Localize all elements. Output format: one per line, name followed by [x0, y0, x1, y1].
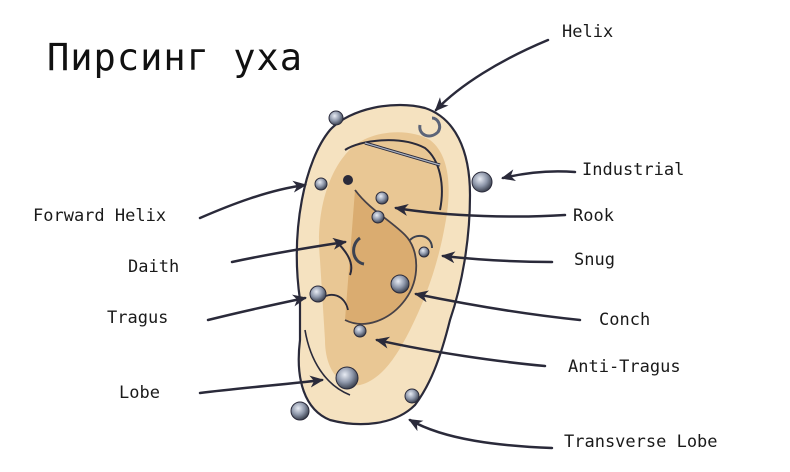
transverse-lobe-arrow	[408, 418, 554, 450]
tragus-bead	[309, 285, 327, 303]
daith-ring	[352, 236, 365, 266]
forward-helix-arrow	[198, 180, 307, 220]
lobe-arrow	[198, 375, 324, 395]
anti-tragus-arrow	[375, 336, 547, 368]
helix-ring	[418, 116, 442, 138]
label-helix: Helix	[562, 22, 614, 42]
tragus-arrow	[206, 294, 307, 322]
diagram-title: Пирсинг уха	[47, 36, 304, 79]
label-forward-helix: Forward Helix	[33, 206, 167, 226]
forward-helix-stud	[314, 177, 328, 191]
label-lobe: Lobe	[119, 383, 160, 403]
daith-arrow	[230, 237, 347, 264]
label-anti-tragus: Anti-Tragus	[568, 357, 681, 377]
snug-bead	[418, 246, 430, 258]
label-rook: Rook	[573, 206, 614, 226]
helix-stud-top	[328, 110, 344, 126]
industrial-arrow	[501, 169, 577, 182]
conch-bead	[390, 274, 410, 294]
transverse-lobe-bead-right	[404, 388, 420, 404]
industrial-bead	[471, 171, 493, 193]
rook-bead-top	[375, 191, 389, 205]
helix-arrow	[434, 38, 550, 112]
label-conch: Conch	[599, 310, 651, 330]
jewelry	[290, 110, 493, 421]
pointer-arrows	[198, 38, 582, 450]
label-snug: Snug	[574, 250, 615, 270]
anti-tragus-bead	[353, 324, 367, 338]
ear-shape	[295, 103, 472, 426]
transverse-lobe-bead-left	[290, 401, 310, 421]
label-transverse-lobe: Transverse Lobe	[564, 432, 718, 452]
rook-bead-bottom	[371, 210, 385, 224]
label-daith: Daith	[128, 257, 180, 277]
rook-arrow	[394, 204, 567, 218]
conch-arrow	[414, 290, 582, 322]
snug-bar	[409, 234, 433, 249]
lobe-bead	[335, 366, 359, 390]
label-tragus: Tragus	[107, 308, 169, 328]
label-industrial: Industrial	[582, 160, 685, 180]
snug-arrow	[441, 251, 554, 264]
forward-helix-dot	[343, 175, 353, 185]
